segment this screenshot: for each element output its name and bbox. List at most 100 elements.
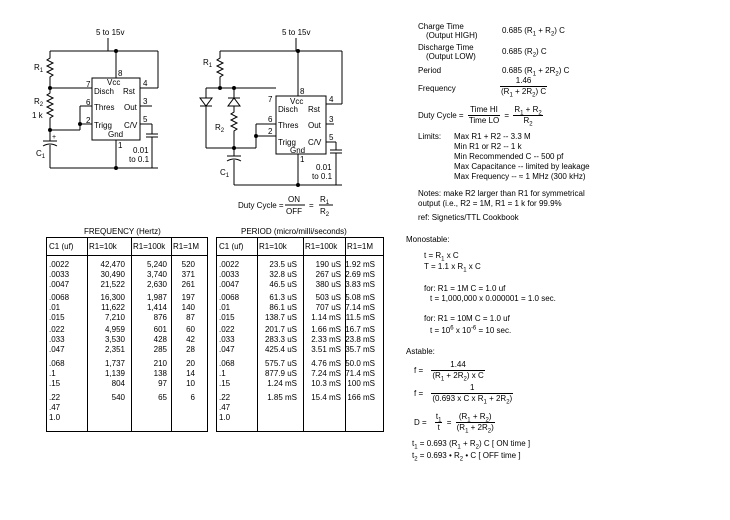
table-cell: 267 uS [315,270,341,279]
right-ic-trigg: Trigg [278,138,296,147]
table-cell: .15 [49,379,61,388]
charge-time-sub: (Output HIGH) [426,31,478,40]
astable-f1: f = 1.44(R1 + 2R2) x C [414,360,485,383]
table-cell: 5.08 mS [345,293,375,302]
left-ic-cv: C/V [124,121,138,130]
table-cell: 371 [181,270,195,279]
table-cell: .22 [219,393,231,402]
table-cell: 1.0 [49,413,61,422]
table-cell: 3.83 mS [345,280,375,289]
notes-ref: ref: Signetics/TTL Cookbook [418,213,519,222]
frequency-value: 1.46(R1 + 2R2) C [500,76,548,99]
left-ic-out: Out [124,103,138,112]
table-cell: 65 [158,393,167,402]
table-cell: .047 [49,345,65,354]
table-cell: .47 [219,403,231,412]
left-r2-label: R2 [34,97,44,108]
monostable-example-1a: for: R1 = 1M C = 1.0 uf [424,284,506,293]
table-cell: .1 [49,369,56,378]
left-ic-disch: Disch [94,87,114,96]
right-duty-label: Duty Cycle = [238,201,284,210]
table-cell: 1.24 mS [267,379,297,388]
right-ic-gnd: Gnd [290,146,305,155]
left-ic-rst: Rst [123,87,136,96]
table-cell: 1.92 mS [345,260,375,269]
table-header: R1=1M [173,242,200,251]
right-duty-on: ON [288,195,300,204]
notes-line-2: output (i.e., R2 = 1M, R1 = 1 k for 99.9… [418,199,562,208]
table-cell: 23.5 uS [269,260,297,269]
left-ic-gnd: Gnd [108,130,123,139]
table-cell: 2.33 mS [311,335,341,344]
table-cell: .015 [49,313,65,322]
table-cell: .0022 [49,260,70,269]
table-cell: .033 [219,335,235,344]
table-cell: 87 [186,313,195,322]
right-r1-label: R1 [203,58,213,69]
right-pin7: 7 [268,95,273,104]
right-cap-value-1: 0.01 [316,163,332,172]
table-cell: 428 [153,335,167,344]
table-cell: 46.5 uS [269,280,297,289]
table-cell: .0047 [219,280,240,289]
table-cell: 2,351 [104,345,125,354]
table-cell: 15.4 mS [311,393,341,402]
table-cell: .0022 [219,260,240,269]
table-cell: 197 [181,293,195,302]
table-cell: 140 [181,303,195,312]
table-cell: 1,737 [104,359,125,368]
limit-item: Min Recommended C -- 500 pf [454,152,564,161]
monostable-example-2a: for: R1 = 10M C = 1.0 uf [424,314,510,323]
table-cell: 100 mS [347,379,375,388]
table-cell: 285 [153,345,167,354]
table-cell: 6 [190,393,195,402]
left-circuit-schematic: 5 to 15v R1 R2 1 k C1 + 8 7 6 2 1 4 3 5 … [32,28,159,170]
monostable-eq-1: t = R1 x C [424,251,459,263]
table-cell: 3,530 [104,335,125,344]
left-pin5: 5 [143,115,148,124]
table-cell: .22 [49,393,61,402]
table-cell: .01 [219,303,231,312]
discharge-time-value: 0.685 (R2) C [502,47,547,59]
left-ic-trigg: Trigg [94,121,112,130]
monostable-example-1b: t = 1,000,000 x 0.000001 = 1.0 sec. [430,294,556,303]
right-pin6: 6 [268,115,273,124]
right-duty-r1: R1 [320,195,330,206]
table-cell: 201.7 uS [264,325,297,334]
table-cell: 7.14 mS [345,303,375,312]
left-cap-value-2: to 0.1 [129,155,150,164]
left-pin7: 7 [86,80,91,89]
table-cell: 3,740 [146,270,167,279]
table-cell: .0068 [219,293,240,302]
table-cell: 210 [153,359,167,368]
right-pin8: 8 [300,87,305,96]
period-table-title: PERIOD (micro/milli/seconds) [241,227,347,236]
left-pin8: 8 [118,69,123,78]
table-cell: 60 [186,325,195,334]
table-cell: 1,139 [104,369,125,378]
limit-item: Max Frequency -- ≈ 1 MHz (300 kHz) [454,172,586,181]
right-ic-thres: Thres [278,121,298,130]
right-pin3: 3 [329,115,334,124]
left-supply-label: 5 to 15v [96,28,124,37]
period-value: 0.685 (R1 + 2R2) C [502,66,570,78]
right-pin5: 5 [329,133,334,142]
notes-line-1: Notes: make R2 larger than R1 for symmet… [418,189,585,198]
table-cell: .068 [219,359,235,368]
left-c1-label: C1 [36,149,46,160]
frequency-label: Frequency [418,84,456,93]
table-cell: 2.69 mS [345,270,375,279]
right-duty-off: OFF [286,207,302,216]
left-r2-value: 1 k [32,111,44,120]
right-supply-label: 5 to 15v [282,28,310,37]
table-cell: 42,470 [100,260,125,269]
table-cell: .022 [49,325,65,334]
table-cell: 97 [158,379,167,388]
limits-label: Limits: [418,132,442,141]
left-pin3: 3 [143,97,148,106]
table-header: R1=10k [259,242,287,251]
